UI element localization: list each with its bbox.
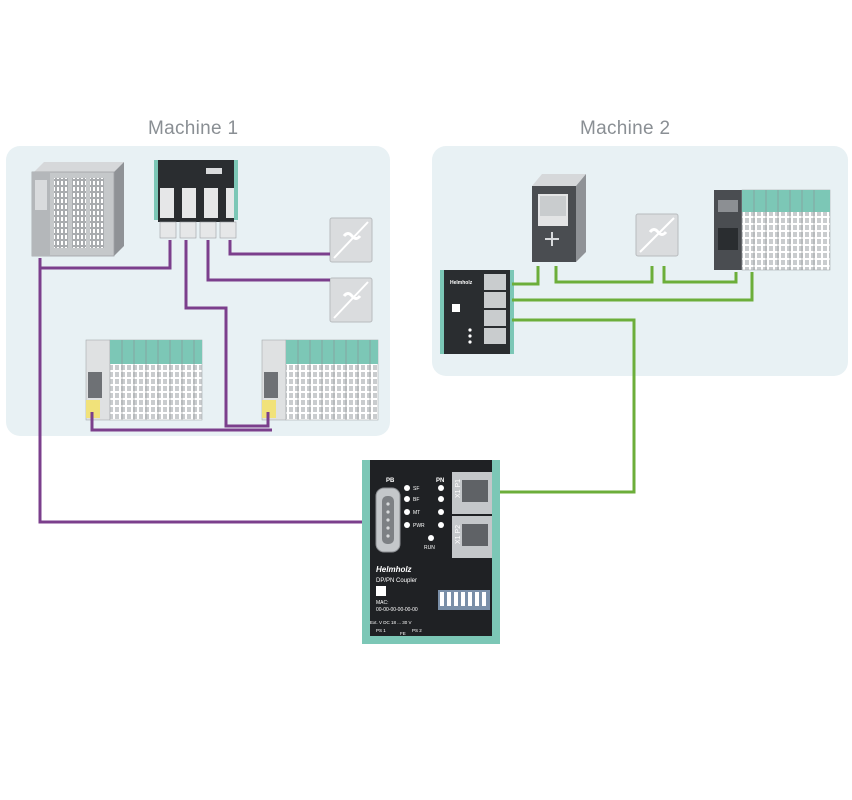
profinet-cable	[492, 318, 636, 494]
profinet-cable	[512, 272, 754, 302]
io-station-icon	[261, 339, 379, 421]
io-station-icon	[714, 189, 831, 271]
led-bf-label: BF	[413, 497, 419, 503]
fe-label: FE	[400, 631, 406, 636]
mac-value: 00-00-00-00-00-00	[376, 607, 418, 613]
profibus-cable	[228, 240, 330, 256]
led-run-label: RUN	[424, 545, 435, 551]
mac-label: MAC:	[376, 600, 389, 606]
profinet-cables	[492, 266, 754, 494]
profibus-cable	[184, 240, 270, 428]
profinet-cable	[554, 266, 654, 284]
power-supply-icon	[329, 217, 373, 263]
ps1-label: PS 1	[376, 628, 386, 633]
profinet-cable	[512, 266, 540, 286]
led-mt-label: MT	[413, 510, 420, 516]
pn-header: PN	[436, 478, 444, 484]
led-pwr-label: PWR	[413, 523, 425, 529]
plc-cpu-icon	[31, 162, 124, 257]
profibus-repeater-icon	[154, 160, 238, 239]
machine-1-title: Machine 1	[148, 118, 239, 139]
port-x1p2-label: X1 P2	[455, 525, 462, 544]
power-supply-icon	[635, 213, 679, 257]
ps2-label: PS 2	[412, 628, 422, 633]
profibus-cable	[38, 258, 378, 524]
plc-cpu-icon	[532, 174, 586, 262]
pb-header: PB	[386, 478, 395, 484]
dp-pn-coupler-icon: PB PN SF BF MT PWR RUN X1 P1 X1 P2 Helmh…	[362, 460, 500, 644]
power-label: Ext. V DC 18 ... 30 V	[370, 620, 412, 625]
port-x1p1-label: X1 P1	[455, 479, 462, 498]
profibus-cables	[38, 240, 378, 524]
profibus-cable	[206, 240, 330, 282]
profibus-cable	[90, 412, 272, 432]
profinet-switch-icon: Helmholz	[440, 270, 514, 354]
led-sf-label: SF	[413, 486, 419, 492]
coupler-model: DP/PN Coupler	[376, 578, 417, 584]
profibus-cable	[40, 240, 172, 270]
power-supply-icon	[329, 277, 373, 323]
coupler-brand: Helmholz	[376, 565, 412, 574]
io-station-icon	[85, 339, 203, 421]
profinet-cable	[662, 266, 738, 284]
machine-2-title: Machine 2	[580, 118, 671, 139]
switch-brand: Helmholz	[450, 280, 473, 286]
